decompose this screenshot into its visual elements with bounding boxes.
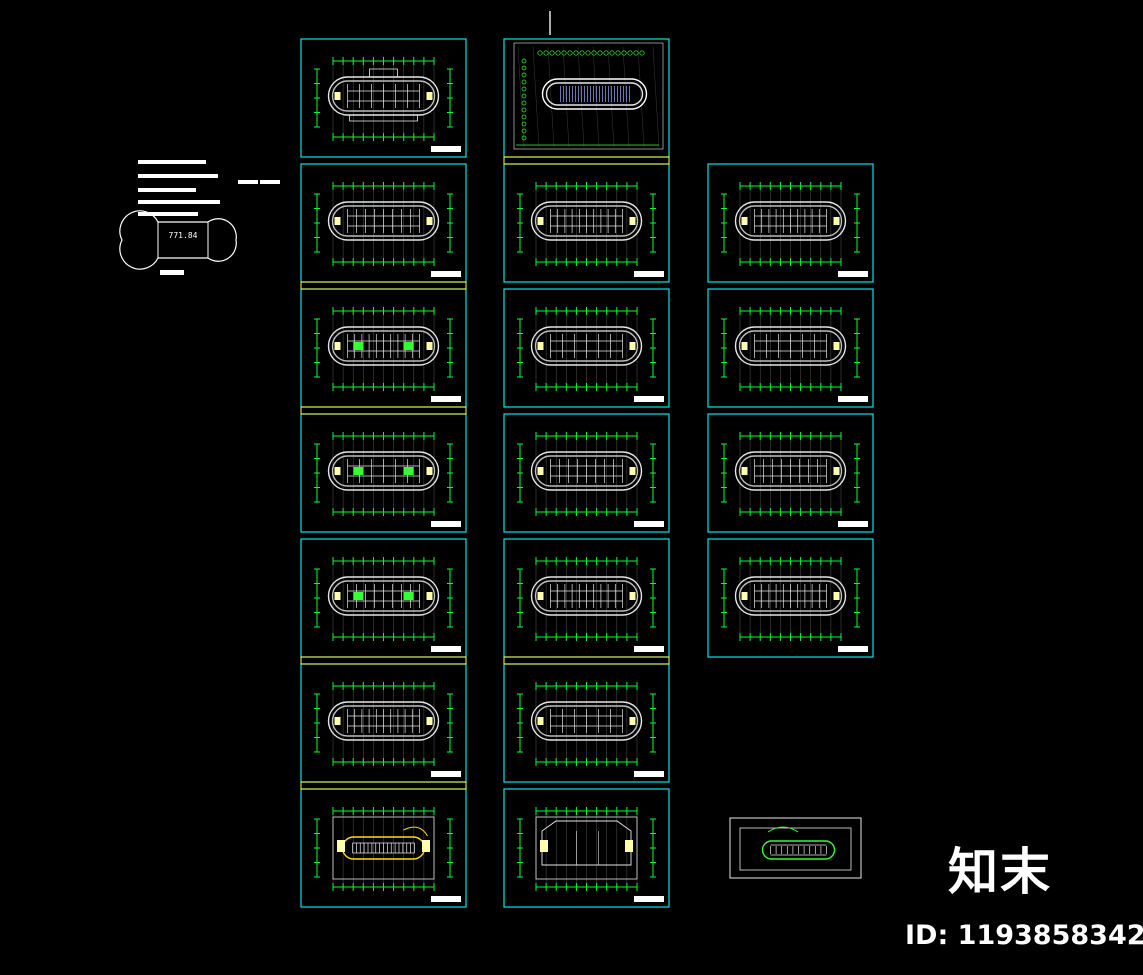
- sheet-divider: [300, 281, 467, 290]
- column-2-sheet-7[interactable]: [503, 788, 670, 908]
- column-1-sheet-6[interactable]: [300, 663, 467, 783]
- loose-roof-plan[interactable]: [729, 817, 862, 879]
- drawing-sheets: [300, 11, 874, 908]
- column-1-sheet-1[interactable]: [300, 38, 467, 158]
- sheet-divider: [300, 781, 467, 790]
- brand-mark: 知末: [948, 843, 1052, 901]
- legend-note-block: [119, 160, 280, 275]
- column-3-sheet-1[interactable]: [707, 163, 874, 283]
- column-3-sheet-2[interactable]: [707, 288, 874, 408]
- sheet-divider: [503, 156, 670, 165]
- column-3-sheet-3[interactable]: [707, 413, 874, 533]
- sheet-divider: [300, 406, 467, 415]
- column-2-sheet-3[interactable]: [503, 288, 670, 408]
- column-2-sheet-4[interactable]: [503, 413, 670, 533]
- column-1-sheet-2[interactable]: [300, 163, 467, 283]
- column-3-sheet-4[interactable]: [707, 538, 874, 658]
- id-label: ID: 1193858342: [905, 920, 1143, 951]
- sheet-dividers: [300, 156, 670, 790]
- column-1-sheet-3[interactable]: [300, 288, 467, 408]
- sheet-divider: [503, 656, 670, 665]
- sheet-divider: [300, 656, 467, 665]
- plan-area-label: 771.84: [168, 231, 198, 240]
